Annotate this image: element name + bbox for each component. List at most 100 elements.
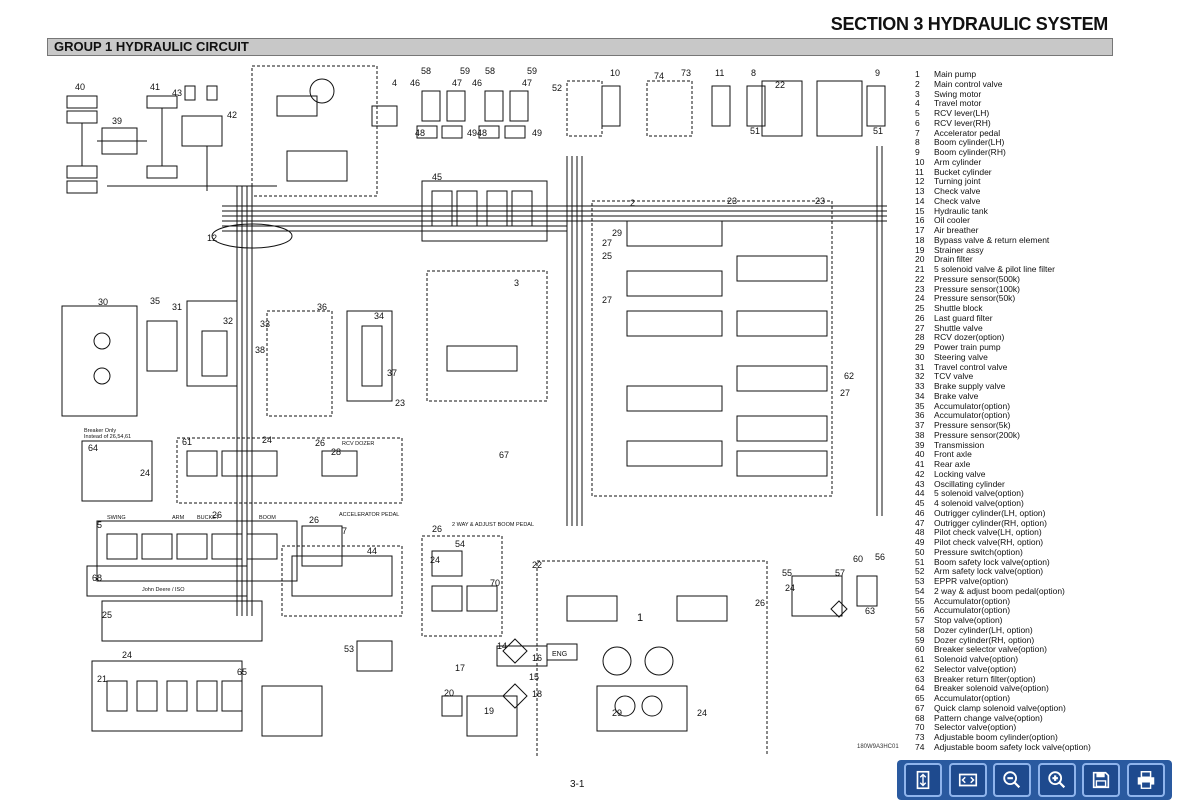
label-breaker-only: Breaker Only bbox=[84, 428, 116, 434]
legend-label: Pressure switch(option) bbox=[934, 546, 1023, 557]
num-25: 25 bbox=[602, 251, 612, 261]
legend-number: 3 bbox=[915, 88, 920, 99]
legend-number: 42 bbox=[915, 468, 925, 479]
legend-row: 53 EPPR valve(option) bbox=[915, 576, 1135, 587]
prev-next-icon bbox=[958, 773, 977, 787]
num-3: 3 bbox=[514, 278, 519, 288]
num-4: 4 bbox=[392, 78, 397, 88]
viewer-toolbar bbox=[897, 760, 1172, 800]
fit-page-button[interactable] bbox=[904, 763, 943, 797]
legend-number: 1 bbox=[915, 69, 920, 79]
legend-label: Turning joint bbox=[934, 176, 981, 187]
legend-number: 60 bbox=[915, 644, 925, 655]
num-70: 70 bbox=[490, 578, 500, 588]
num-26e: 26 bbox=[755, 598, 765, 608]
prev-next-button[interactable] bbox=[948, 763, 987, 797]
legend-label: Travel control valve bbox=[934, 361, 1008, 372]
num-58b: 58 bbox=[485, 66, 495, 76]
legend-number: 73 bbox=[915, 732, 925, 742]
legend-number: 14 bbox=[915, 195, 925, 206]
legend-number: 10 bbox=[915, 156, 925, 167]
legend-label: Drain filter bbox=[934, 254, 973, 265]
legend-label: Main control valve bbox=[934, 78, 1003, 89]
legend-number: 27 bbox=[915, 322, 925, 333]
save-button[interactable] bbox=[1082, 763, 1121, 797]
legend-label: Pressure sensor(50k) bbox=[934, 293, 1016, 304]
legend-label: Boom cylinder(LH) bbox=[934, 137, 1005, 148]
num-15: 15 bbox=[529, 672, 539, 682]
print-icon bbox=[1137, 771, 1154, 789]
print-button[interactable] bbox=[1126, 763, 1165, 797]
label-arm: ARM bbox=[172, 515, 185, 521]
num-44: 44 bbox=[367, 546, 377, 556]
legend-label: RCV lever(RH) bbox=[934, 117, 991, 128]
legend-number: 49 bbox=[915, 537, 925, 547]
legend-number: 32 bbox=[915, 371, 925, 382]
num-47b: 47 bbox=[522, 78, 532, 88]
num-27c: 27 bbox=[840, 388, 850, 398]
legend-label: Locking valve bbox=[934, 468, 986, 479]
num-55: 55 bbox=[782, 568, 792, 578]
legend-number: 13 bbox=[915, 186, 925, 196]
legend-row: 8 Boom cylinder(LH) bbox=[915, 137, 1135, 148]
legend-number: 23 bbox=[915, 283, 925, 294]
num-16: 16 bbox=[532, 653, 542, 663]
legend-number: 53 bbox=[915, 576, 925, 586]
legend-label: Swing motor bbox=[934, 88, 982, 99]
zoom-out-icon bbox=[1003, 771, 1021, 789]
legend-number: 19 bbox=[915, 244, 925, 255]
legend-number: 48 bbox=[915, 527, 925, 538]
num-59a: 59 bbox=[460, 66, 470, 76]
legend-label: TCV valve bbox=[934, 371, 974, 382]
num-26b: 26 bbox=[212, 510, 222, 520]
legend-number: 12 bbox=[915, 176, 925, 187]
legend-label: Shuttle block bbox=[934, 303, 983, 313]
num-28: 28 bbox=[331, 447, 341, 457]
num-5: 5 bbox=[97, 520, 102, 530]
legend-label: Accumulator(option) bbox=[934, 693, 1011, 703]
num-40: 40 bbox=[75, 82, 85, 92]
legend-number: 8 bbox=[915, 137, 920, 148]
legend-label: Outrigger cylinder(LH, option) bbox=[934, 507, 1046, 518]
legend-label: Brake supply valve bbox=[934, 381, 1006, 391]
legend-number: 9 bbox=[915, 147, 920, 157]
num-51b: 51 bbox=[873, 126, 883, 136]
legend-label: Dozer cylinder(RH, option) bbox=[934, 634, 1035, 645]
legend-label: EPPR valve(option) bbox=[934, 576, 1009, 586]
num-10: 10 bbox=[610, 68, 620, 78]
legend-number: 51 bbox=[915, 556, 925, 567]
legend-label: Dozer cylinder(LH, option) bbox=[934, 624, 1033, 635]
legend-number: 59 bbox=[915, 634, 925, 645]
legend-row: 3 Swing motor bbox=[915, 88, 1135, 100]
legend-label: Solenoid valve(option) bbox=[934, 654, 1019, 664]
zoom-in-button[interactable] bbox=[1037, 763, 1076, 797]
num-14: 14 bbox=[497, 641, 507, 651]
zoom-out-button[interactable] bbox=[993, 763, 1032, 797]
num-23c: 23 bbox=[395, 398, 405, 408]
legend-label: Arm safety lock valve(option) bbox=[934, 566, 1044, 577]
num-31: 31 bbox=[172, 302, 182, 312]
legend-label: Boom safety lock valve(option) bbox=[934, 556, 1050, 567]
legend-number: 40 bbox=[915, 449, 925, 460]
num-25b: 25 bbox=[102, 610, 112, 620]
legend-label: Brake valve bbox=[934, 390, 979, 401]
legend-label: Bypass valve & return element bbox=[934, 234, 1050, 245]
